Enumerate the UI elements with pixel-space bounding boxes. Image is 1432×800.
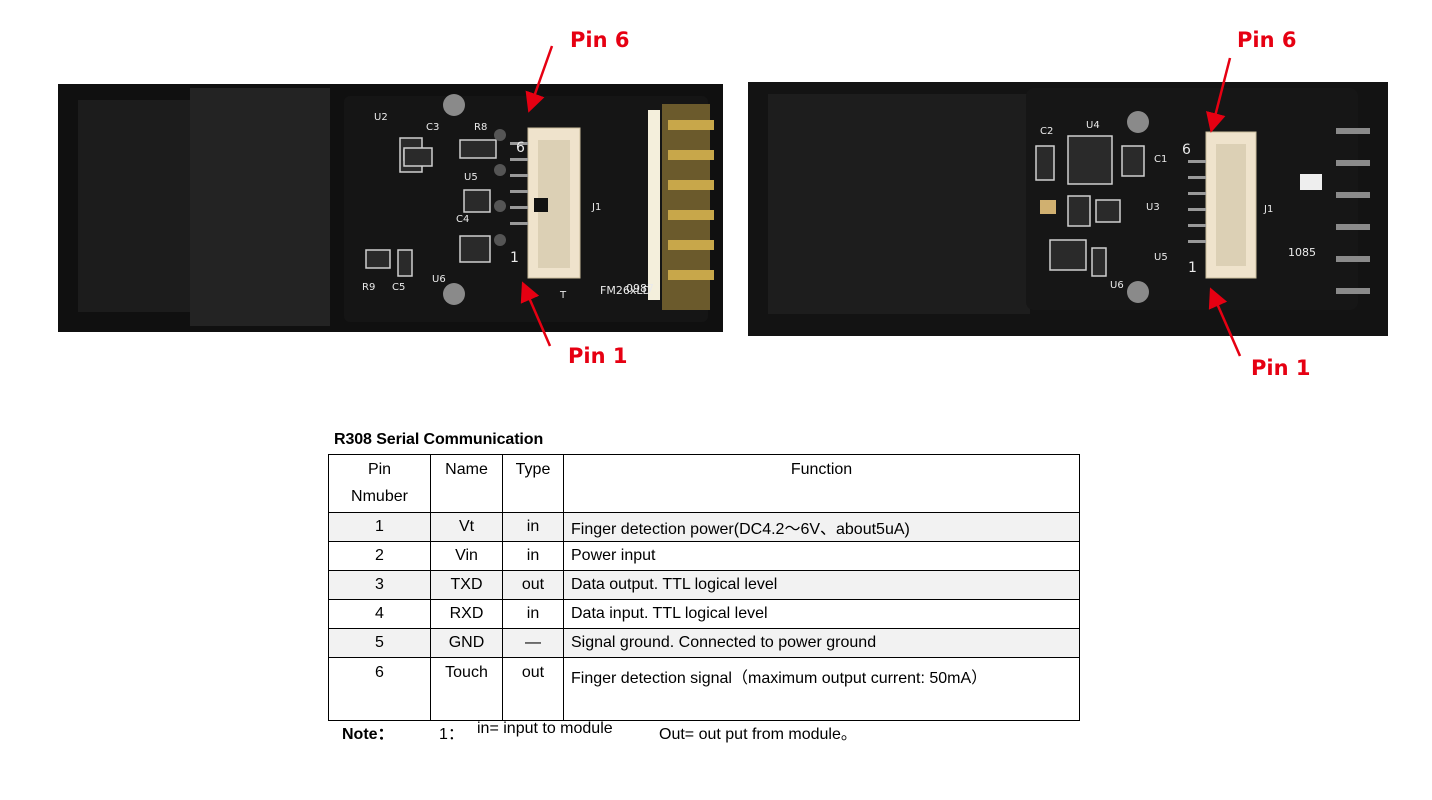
silk-r9: R9 bbox=[362, 282, 375, 293]
module-photo-left: U2 C3 R8 U5 C4 U6 C5 R9 6 1 J1 T FM26xLD… bbox=[40, 0, 760, 400]
cell-type: in bbox=[502, 512, 564, 542]
edge-contacts bbox=[648, 104, 714, 310]
table-row: 1 Vt in Finger detection power(DC4.2～6V、… bbox=[328, 512, 1080, 542]
cell-name: Touch bbox=[430, 657, 503, 721]
cell-function: Finger detection signal（maximum output c… bbox=[563, 657, 1080, 721]
pin1-label: Pin 1 bbox=[1251, 356, 1310, 380]
cell-pin: 4 bbox=[328, 599, 431, 629]
cell-function: Data output. TTL logical level bbox=[563, 570, 1080, 600]
module-right-illustration: C2 U4 C1 U3 U5 U6 6 1 J1 1085 Pin 6 Pin … bbox=[748, 28, 1388, 380]
cell-pin: 6 bbox=[328, 657, 431, 721]
silk-pin1-number: 1 bbox=[510, 250, 519, 266]
header-pin: Pin bbox=[367, 461, 392, 478]
pin1-arrow bbox=[520, 281, 552, 347]
module-left-illustration: U2 C3 R8 U5 C4 U6 C5 R9 6 1 J1 T FM26xLD… bbox=[58, 28, 723, 368]
silk-u6: U6 bbox=[1110, 280, 1124, 291]
pin6-arrow bbox=[525, 45, 554, 113]
table-title: R308 Serial Communication bbox=[334, 431, 544, 448]
cell-function: Data input. TTL logical level bbox=[563, 599, 1080, 629]
note-label: Note： bbox=[342, 726, 394, 743]
screw-top bbox=[443, 94, 465, 116]
silk-c5: C5 bbox=[392, 282, 405, 293]
pin6-arrow bbox=[1206, 57, 1232, 133]
silk-pin6-number: 6 bbox=[516, 140, 525, 156]
silk-c1: C1 bbox=[1154, 154, 1167, 165]
cell-function: Signal ground. Connected to power ground bbox=[563, 628, 1080, 658]
screw-top bbox=[1127, 111, 1149, 133]
table-row: 6 Touch out Finger detection signal（maxi… bbox=[328, 657, 1080, 721]
cell-pin: 2 bbox=[328, 541, 431, 571]
silk-c3: C3 bbox=[426, 122, 439, 133]
header-number: Nmuber bbox=[351, 488, 408, 505]
cell-type: in bbox=[502, 599, 564, 629]
note-number: 1： bbox=[439, 726, 464, 743]
screw-bottom bbox=[443, 283, 465, 305]
silk-code-0987: 0987 bbox=[626, 282, 654, 295]
header-pin-number: Pin Nmuber bbox=[328, 454, 431, 513]
table-row: 2 Vin in Power input bbox=[328, 541, 1080, 571]
side-pins bbox=[1336, 128, 1370, 294]
header-name: Name bbox=[430, 454, 503, 513]
table-row: 3 TXD out Data output. TTL logical level bbox=[328, 570, 1080, 600]
silk-j1: J1 bbox=[1263, 204, 1273, 215]
pin1-arrow bbox=[1208, 287, 1242, 357]
pin1-label: Pin 1 bbox=[568, 344, 627, 368]
silk-pin6-number: 6 bbox=[1182, 142, 1191, 158]
cell-pin: 5 bbox=[328, 628, 431, 658]
pin6-label: Pin 6 bbox=[1237, 28, 1296, 52]
table-header-row: Pin Nmuber Name Type Function bbox=[328, 454, 1080, 513]
silk-u5: U5 bbox=[464, 172, 478, 183]
cell-type: out bbox=[502, 657, 564, 721]
silk-c4: C4 bbox=[456, 214, 469, 225]
note-out-definition: Out= out put from module。 bbox=[659, 726, 857, 743]
cell-function: Finger detection power(DC4.2～6V、about5uA… bbox=[563, 512, 1080, 542]
cell-function: Power input bbox=[563, 541, 1080, 571]
cell-type: out bbox=[502, 570, 564, 600]
pin-table: Pin Nmuber Name Type Function 1 Vt in Fi… bbox=[328, 454, 1080, 721]
cell-name: RXD bbox=[430, 599, 503, 629]
module-photo-right: C2 U4 C1 U3 U5 U6 6 1 J1 1085 Pin 6 Pin … bbox=[740, 0, 1432, 400]
silk-u4: U4 bbox=[1086, 120, 1100, 131]
note-in-definition: in= input to module bbox=[477, 720, 613, 737]
silk-t: T bbox=[559, 290, 567, 301]
cell-pin: 1 bbox=[328, 512, 431, 542]
cell-name: TXD bbox=[430, 570, 503, 600]
silk-c2: C2 bbox=[1040, 126, 1053, 137]
cell-pin: 3 bbox=[328, 570, 431, 600]
table-row: 5 GND — Signal ground. Connected to powe… bbox=[328, 628, 1080, 658]
sensor-window bbox=[768, 94, 1030, 314]
silk-r8: R8 bbox=[474, 122, 487, 133]
silk-pin1-number: 1 bbox=[1188, 260, 1197, 276]
silk-code-1085: 1085 bbox=[1288, 246, 1316, 259]
table-note: Note： 1： in= input to module Out= out pu… bbox=[342, 720, 857, 744]
cell-name: Vin bbox=[430, 541, 503, 571]
header-function: Function bbox=[563, 454, 1080, 513]
cell-name: GND bbox=[430, 628, 503, 658]
silk-fm26xld: FM26xLD bbox=[600, 284, 651, 297]
pin6-label: Pin 6 bbox=[570, 28, 629, 52]
silk-j1: J1 bbox=[591, 202, 601, 213]
silk-u5: U5 bbox=[1154, 252, 1168, 263]
screw-bottom bbox=[1127, 281, 1149, 303]
silk-u2: U2 bbox=[374, 112, 388, 123]
silk-u6: U6 bbox=[432, 274, 446, 285]
cell-type: — bbox=[502, 628, 564, 658]
table-row: 4 RXD in Data input. TTL logical level bbox=[328, 599, 1080, 629]
cell-type: in bbox=[502, 541, 564, 571]
header-type: Type bbox=[502, 454, 564, 513]
silk-u3: U3 bbox=[1146, 202, 1160, 213]
cell-name: Vt bbox=[430, 512, 503, 542]
